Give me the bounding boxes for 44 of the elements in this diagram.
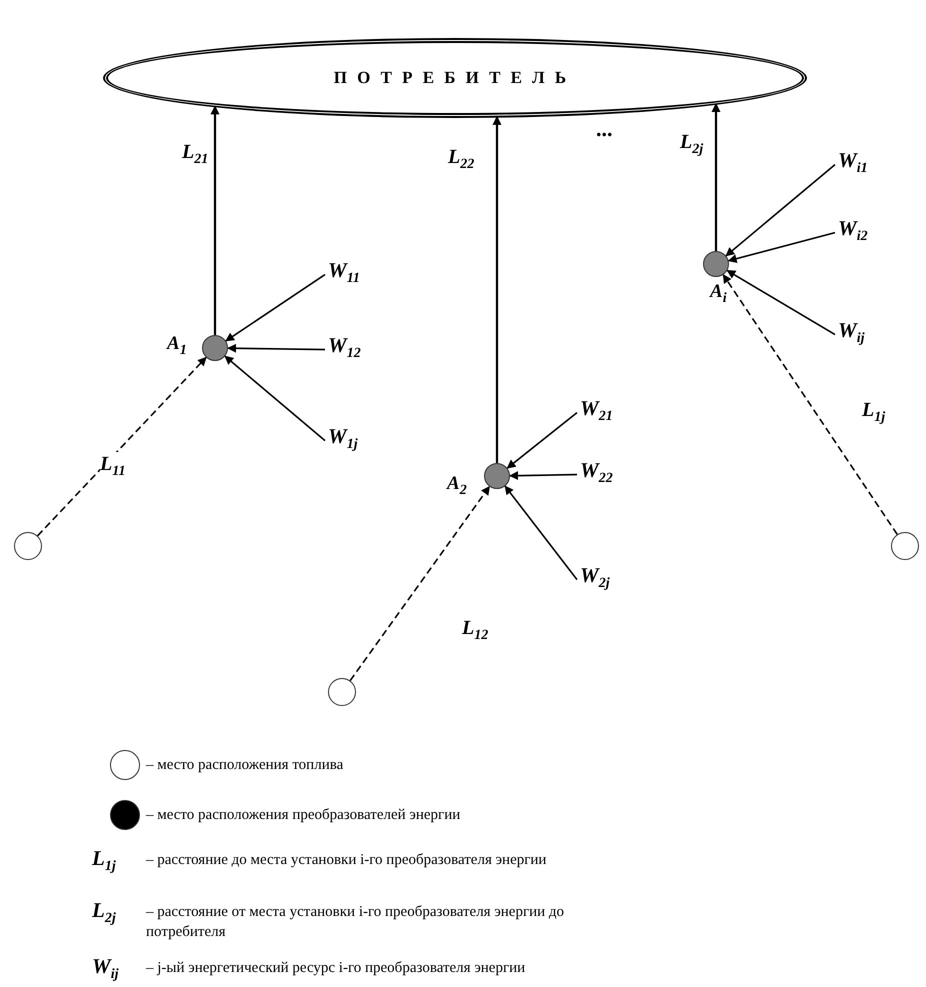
arrow: [726, 270, 836, 336]
converter-circle: [202, 335, 228, 361]
resource-label: W$_{12}$: [328, 333, 361, 366]
converter-label: A$_{1}$: [167, 332, 187, 360]
arrow: [712, 102, 720, 251]
resource-label: W$_{21}$: [580, 396, 613, 430]
resource-label: W$_{2j}$: [580, 563, 610, 596]
fuel-location-circle: [891, 532, 919, 560]
arrow: [225, 274, 326, 342]
arrow: [210, 105, 220, 335]
ellipsis: ...: [596, 118, 612, 140]
arrow: [725, 164, 836, 256]
definition-text: – j-ый энергетический ресурс i-го преобразователя энергии: [146, 959, 526, 978]
consumer-ellipse: [103, 38, 807, 118]
fuel-location-circle: [328, 678, 356, 706]
arrow: [509, 471, 578, 480]
converter-label: A$_{2}$: [447, 472, 467, 500]
symbol-label: L$_{1j}$: [92, 846, 116, 876]
dashed-arrow: [37, 356, 207, 536]
converter-label: A$_{i}$: [710, 280, 727, 308]
dashed-arrow: [722, 274, 898, 535]
symbol-label: L$_{2j}$: [92, 898, 116, 928]
resource-label: W$_{1j}$: [328, 424, 358, 458]
consumer-label: ПОТРЕБИТЕЛЬ: [334, 68, 576, 88]
arrow: [227, 344, 326, 353]
converter-circle: [703, 251, 729, 277]
symbol-label: W$_{ij}$: [92, 954, 118, 984]
definition-text: – расстояние до места установки i-го преобразователя энергии: [146, 851, 548, 870]
arrow: [728, 232, 836, 264]
legend-text: – место расположения топлива: [146, 756, 344, 775]
dashed-arrow: [350, 486, 490, 682]
resource-label: W$_{22}$: [580, 458, 613, 492]
resource-label: W$_{i2}$: [838, 216, 868, 250]
resource-label: W$_{i1}$: [838, 148, 868, 182]
resource-label: W$_{ij}$: [838, 318, 864, 352]
legend-text: – место расположения преобразователей энергии: [146, 806, 460, 825]
fuel-location-circle: [14, 532, 42, 560]
arrow: [504, 485, 578, 580]
arrow: [492, 116, 502, 463]
definition-text: – расстояние от места установки i-го преобразователя энергии до потребителя: [146, 903, 566, 942]
resource-label: W$_{11}$: [328, 258, 360, 292]
arrow: [506, 412, 578, 469]
converter-circle: [484, 463, 510, 489]
arrow: [224, 356, 326, 442]
